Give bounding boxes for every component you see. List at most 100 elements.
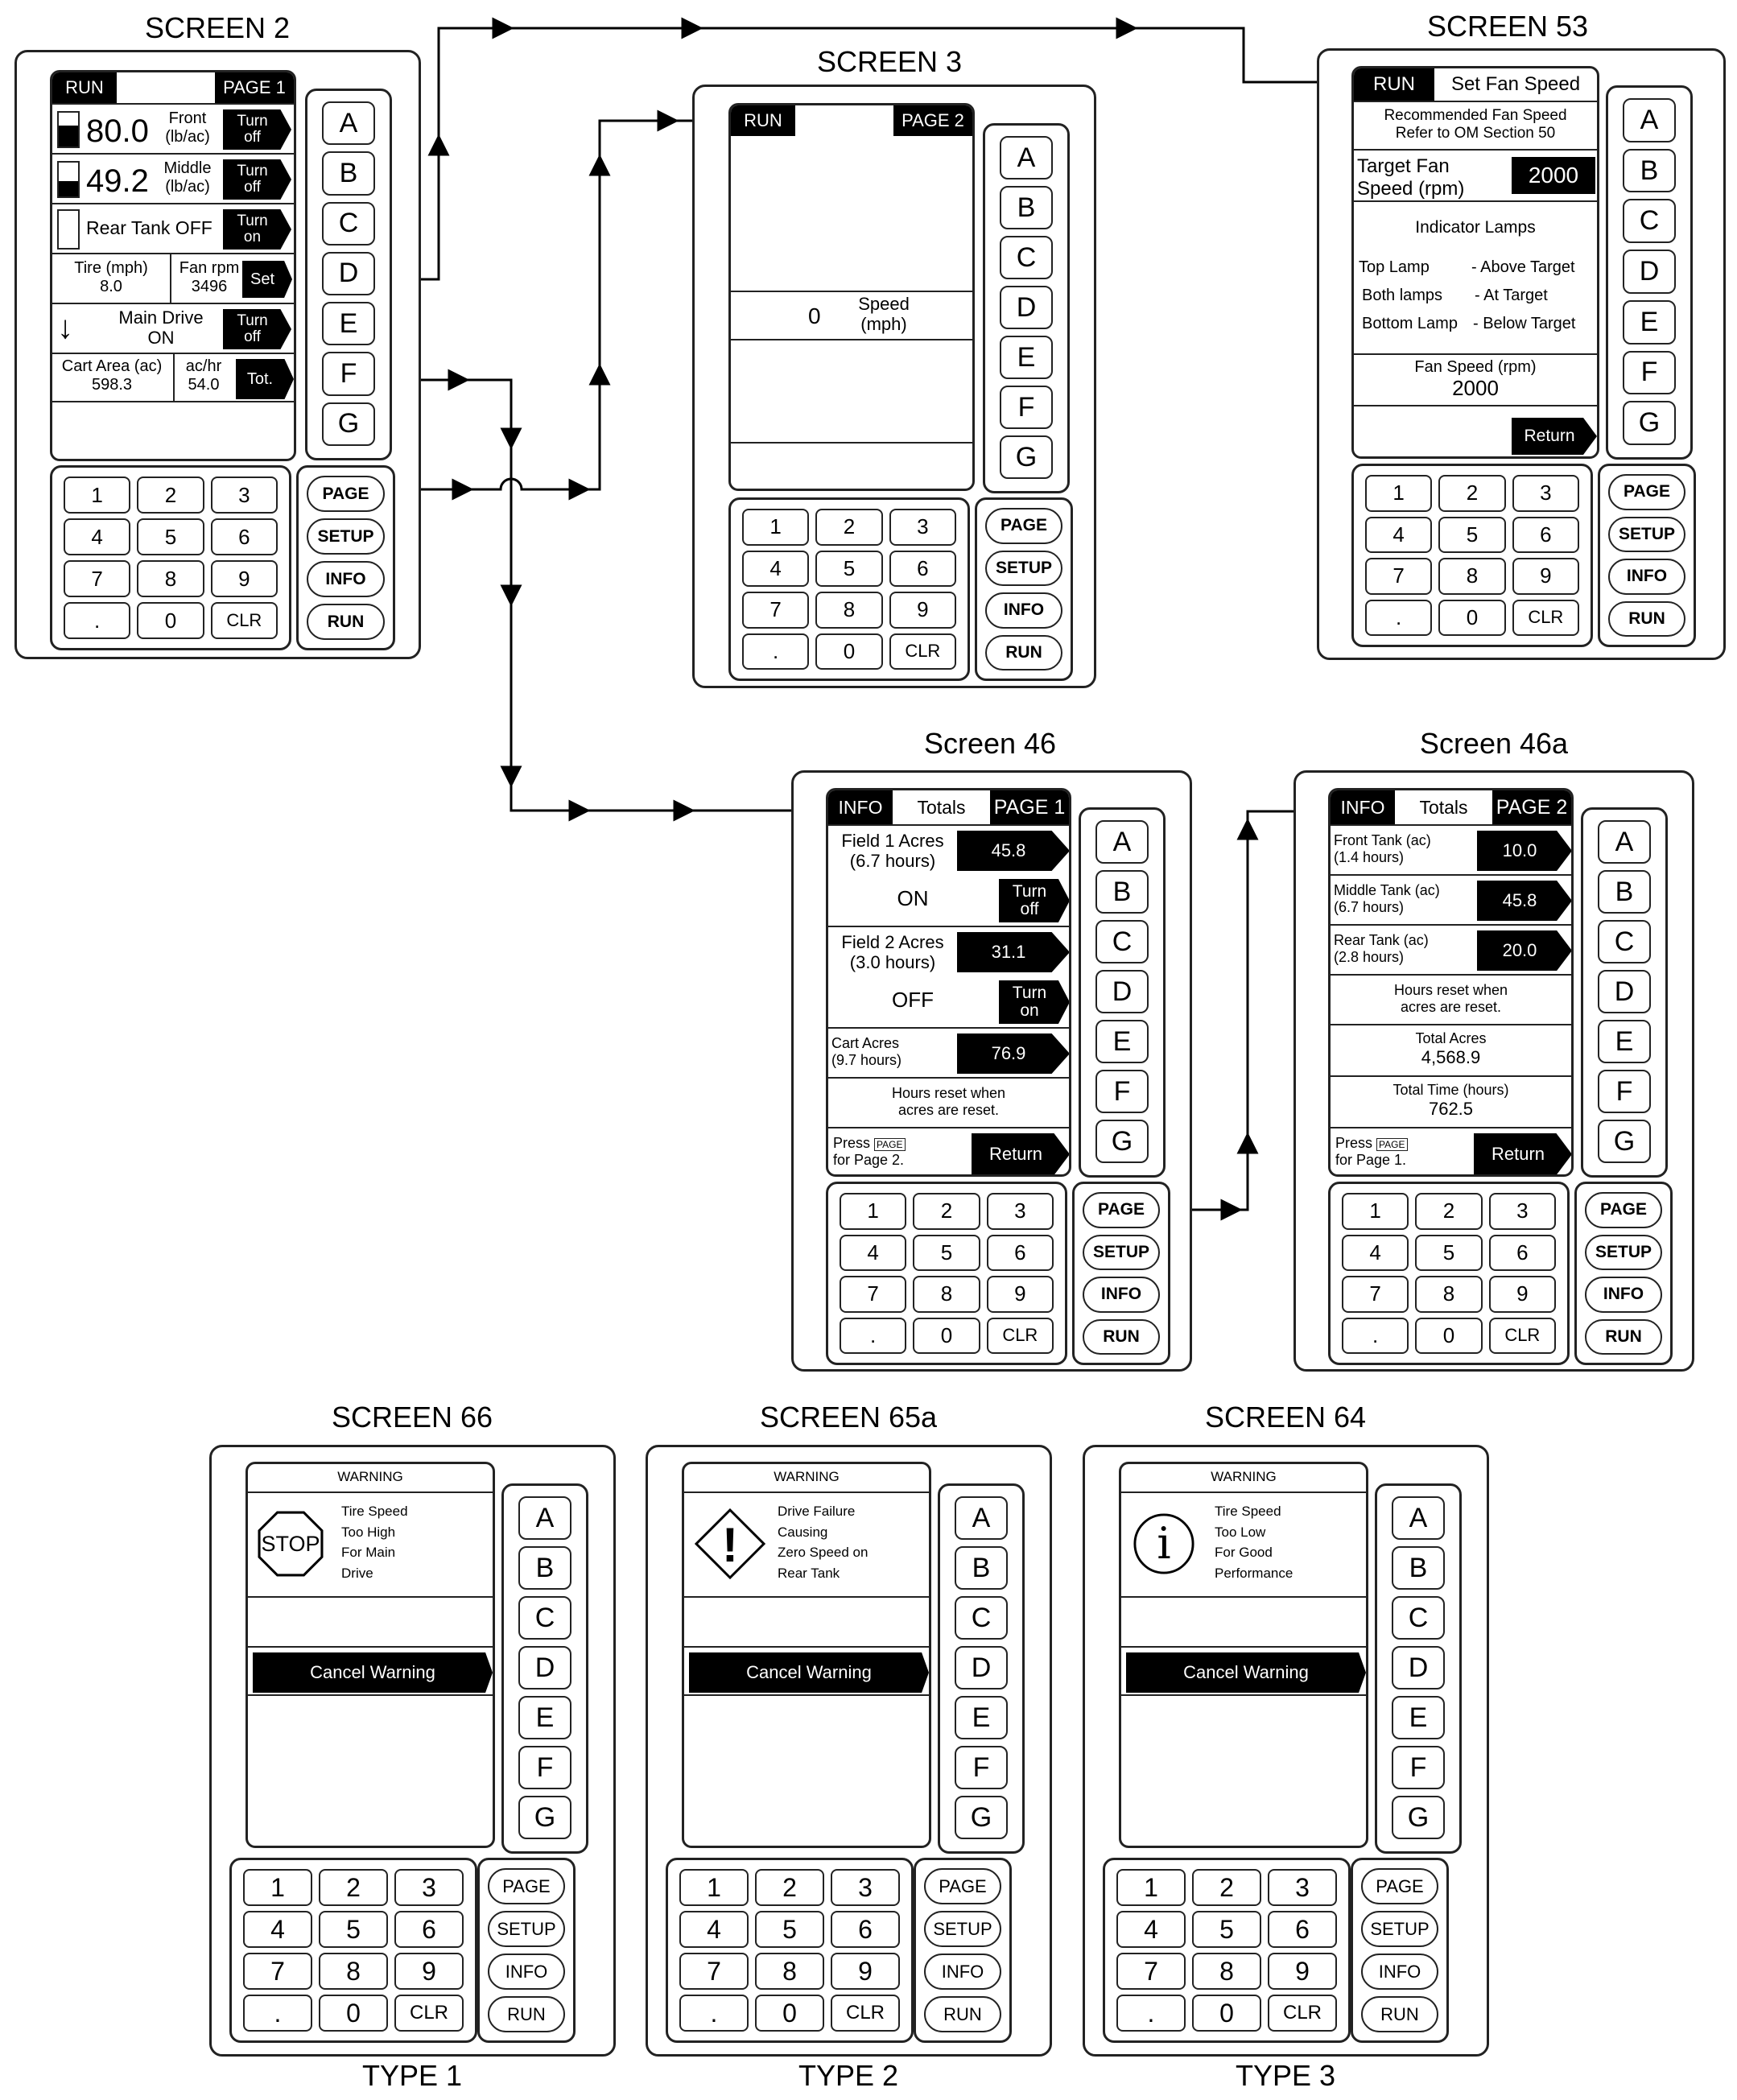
softkey-e[interactable]: E [322,302,375,346]
softkey-a[interactable]: A [1392,1496,1445,1540]
key-clear[interactable]: CLR [210,602,278,639]
key-0[interactable]: 0 [1192,1995,1261,2032]
page-button[interactable]: PAGE [1608,474,1685,510]
page-button[interactable]: PAGE [1585,1192,1662,1228]
setup-button[interactable]: SETUP [488,1911,565,1947]
key-8[interactable]: 8 [137,560,204,597]
softkey-c[interactable]: C [1095,920,1149,963]
field2-value-softkey[interactable]: 31.1 [957,932,1069,972]
setup-button[interactable]: SETUP [1361,1911,1438,1947]
run-button[interactable]: RUN [1585,1318,1662,1355]
softkey-b[interactable]: B [1000,186,1053,229]
key-9[interactable]: 9 [889,592,956,629]
softkey-a[interactable]: A [1000,136,1053,179]
key-3[interactable]: 3 [986,1193,1054,1230]
key-7[interactable]: 7 [679,1953,749,1990]
key-1[interactable]: 1 [64,477,131,514]
softkey-a[interactable]: A [955,1496,1008,1540]
page-button[interactable]: PAGE [1361,1868,1438,1904]
softkey-b[interactable]: B [1598,870,1651,914]
softkey-c[interactable]: C [955,1596,1008,1640]
softkey-f[interactable]: F [1598,1070,1651,1113]
key-3[interactable]: 3 [1512,475,1579,512]
totals-softkey[interactable]: Tot. [236,359,294,399]
setup-button[interactable]: SETUP [924,1911,1001,1947]
key-1[interactable]: 1 [742,509,810,546]
key-8[interactable]: 8 [1438,558,1506,595]
softkey-a[interactable]: A [518,1496,571,1540]
key-6[interactable]: 6 [394,1911,464,1948]
key-2[interactable]: 2 [913,1193,980,1230]
key-4[interactable]: 4 [742,550,810,587]
key-decimal[interactable]: . [1116,1995,1186,2032]
key-clear[interactable]: CLR [394,1995,464,2032]
key-5[interactable]: 5 [1192,1911,1261,1948]
softkey-d[interactable]: D [1598,970,1651,1013]
key-0[interactable]: 0 [137,602,204,639]
key-6[interactable]: 6 [986,1234,1054,1271]
key-0[interactable]: 0 [755,1995,824,2032]
target-fan-value[interactable]: 2000 [1512,157,1595,194]
key-8[interactable]: 8 [1192,1953,1261,1990]
key-9[interactable]: 9 [1488,1276,1556,1313]
softkey-c[interactable]: C [1598,920,1651,963]
page-button[interactable]: PAGE [985,508,1062,544]
softkey-f[interactable]: F [1392,1746,1445,1789]
key-5[interactable]: 5 [137,518,204,555]
key-decimal[interactable]: . [840,1317,907,1354]
softkey-g[interactable]: G [1623,401,1676,445]
return-softkey[interactable]: Return [972,1133,1069,1174]
key-clear[interactable]: CLR [1268,1995,1337,2032]
key-decimal[interactable]: . [679,1995,749,2032]
setup-button[interactable]: SETUP [307,518,385,555]
run-button[interactable]: RUN [1608,600,1685,637]
softkey-d[interactable]: D [955,1646,1008,1689]
key-4[interactable]: 4 [1116,1911,1186,1948]
key-5[interactable]: 5 [1415,1234,1483,1271]
key-2[interactable]: 2 [1415,1193,1483,1230]
key-clear[interactable]: CLR [889,633,956,670]
softkey-c[interactable]: C [1623,199,1676,244]
page-button[interactable]: PAGE [924,1868,1001,1904]
key-8[interactable]: 8 [1415,1276,1483,1313]
softkey-f[interactable]: F [955,1746,1008,1789]
softkey-e[interactable]: E [1095,1020,1149,1063]
key-5[interactable]: 5 [1438,516,1506,553]
info-button[interactable]: INFO [1608,559,1685,595]
front-tank-softkey[interactable]: 10.0 [1477,831,1571,871]
softkey-f[interactable]: F [1095,1070,1149,1113]
softkey-d[interactable]: D [322,251,375,296]
info-button[interactable]: INFO [1083,1277,1160,1313]
info-button[interactable]: INFO [488,1954,565,1990]
key-decimal[interactable]: . [64,602,131,639]
key-3[interactable]: 3 [889,509,956,546]
key-4[interactable]: 4 [679,1911,749,1948]
softkey-f[interactable]: F [1623,350,1676,395]
key-7[interactable]: 7 [1342,1276,1409,1313]
key-2[interactable]: 2 [755,1869,824,1906]
softkey-a[interactable]: A [1598,820,1651,864]
rear-tank-softkey[interactable]: 20.0 [1477,930,1571,971]
setup-button[interactable]: SETUP [985,550,1062,586]
key-decimal[interactable]: . [1342,1317,1409,1354]
key-6[interactable]: 6 [210,518,278,555]
key-7[interactable]: 7 [243,1953,312,1990]
key-4[interactable]: 4 [64,518,131,555]
cart-acres-softkey[interactable]: 76.9 [957,1033,1069,1074]
softkey-e[interactable]: E [1392,1696,1445,1739]
key-9[interactable]: 9 [210,560,278,597]
info-button[interactable]: INFO [307,561,385,597]
key-7[interactable]: 7 [64,560,131,597]
setup-button[interactable]: SETUP [1608,516,1685,552]
key-2[interactable]: 2 [137,477,204,514]
key-7[interactable]: 7 [1116,1953,1186,1990]
key-clear[interactable]: CLR [831,1995,900,2032]
softkey-g[interactable]: G [518,1796,571,1839]
softkey-g[interactable]: G [1598,1120,1651,1163]
softkey-b[interactable]: B [1392,1546,1445,1590]
key-0[interactable]: 0 [1438,599,1506,636]
